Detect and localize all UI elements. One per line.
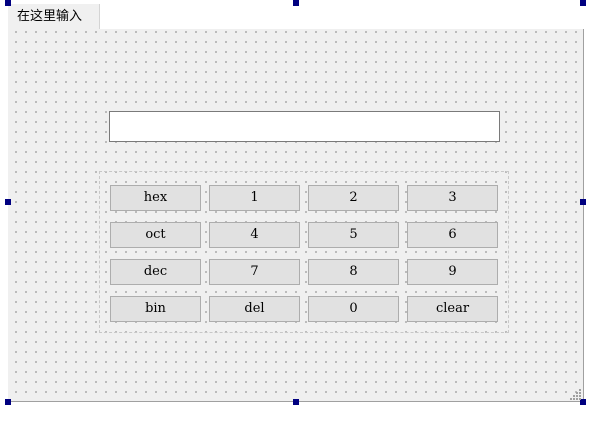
digit-3-button[interactable]: 3 bbox=[407, 185, 498, 211]
resize-handle-left[interactable] bbox=[5, 199, 11, 205]
digit-6-button[interactable]: 6 bbox=[407, 222, 498, 248]
keypad-grid-layout bbox=[99, 171, 509, 333]
digit-5-button[interactable]: 5 bbox=[308, 222, 399, 248]
resize-handle-bottom-right[interactable] bbox=[580, 399, 586, 405]
digit-2-button[interactable]: 2 bbox=[308, 185, 399, 211]
oct-button[interactable]: oct bbox=[110, 222, 201, 248]
dec-button[interactable]: dec bbox=[110, 259, 201, 285]
digit-9-button[interactable]: 9 bbox=[407, 259, 498, 285]
resize-handle-top-right[interactable] bbox=[580, 0, 586, 6]
clear-button[interactable]: clear bbox=[407, 296, 498, 322]
hex-button[interactable]: hex bbox=[110, 185, 201, 211]
size-grip-icon[interactable] bbox=[570, 389, 582, 401]
bin-button[interactable]: bin bbox=[110, 296, 201, 322]
display-line-edit[interactable] bbox=[109, 111, 500, 142]
resize-handle-right[interactable] bbox=[580, 199, 586, 205]
digit-1-button[interactable]: 1 bbox=[209, 185, 300, 211]
resize-handle-top[interactable] bbox=[293, 0, 299, 6]
resize-handle-bottom[interactable] bbox=[293, 399, 299, 405]
menu-bar: 在这里输入 bbox=[8, 4, 584, 29]
resize-handle-top-left[interactable] bbox=[5, 0, 11, 6]
menu-type-here[interactable]: 在这里输入 bbox=[8, 4, 100, 29]
digit-0-button[interactable]: 0 bbox=[308, 296, 399, 322]
digit-8-button[interactable]: 8 bbox=[308, 259, 399, 285]
delete-button[interactable]: del bbox=[209, 296, 300, 322]
digit-7-button[interactable]: 7 bbox=[209, 259, 300, 285]
digit-4-button[interactable]: 4 bbox=[209, 222, 300, 248]
resize-handle-bottom-left[interactable] bbox=[5, 399, 11, 405]
